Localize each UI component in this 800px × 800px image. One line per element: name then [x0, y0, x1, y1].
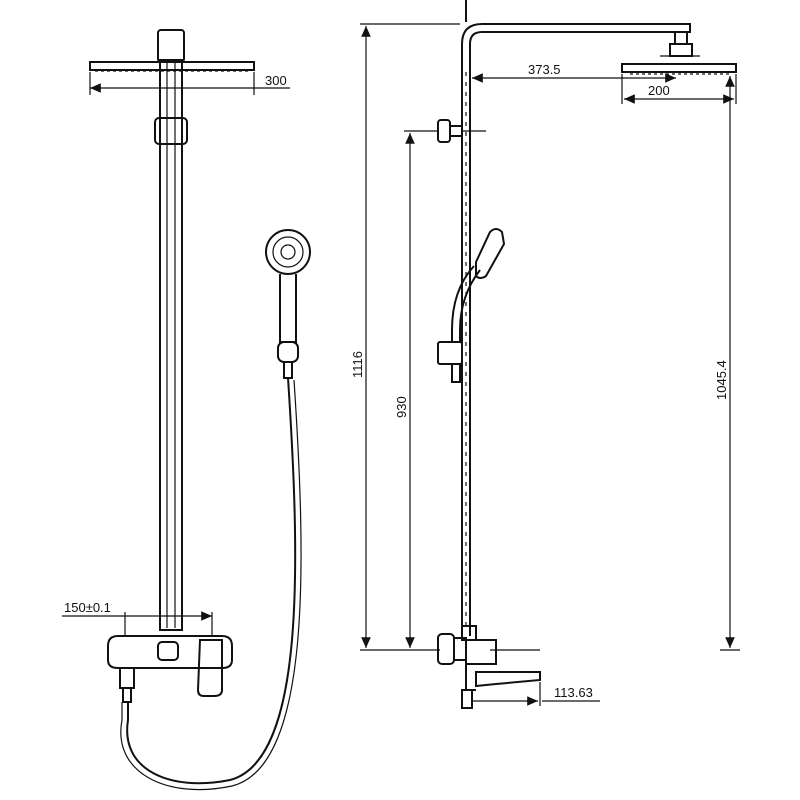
hand-shower-side — [437, 228, 506, 383]
dim-head-height-label: 1045.4 — [714, 360, 729, 400]
dimension-slide-bar-height: 930 — [394, 130, 438, 648]
dim-total-height-label: 1116 — [350, 351, 365, 378]
overhead-shower-head-side — [621, 31, 737, 75]
front-view: 300 150±0.1 — [62, 29, 311, 791]
dimension-spout-reach: 113.63 — [472, 682, 600, 706]
dim-head-diameter-label: 300 — [265, 73, 287, 88]
dimension-head-diameter: 300 — [89, 72, 290, 95]
dimension-head-height: 1045.4 — [490, 76, 740, 651]
dim-slide-bar-height-label: 930 — [394, 396, 409, 418]
dim-spout-reach-label: 113.63 — [554, 685, 593, 700]
mixer-valve-front — [107, 635, 233, 703]
hand-shower-front — [265, 229, 311, 379]
dimension-head-width: 200 — [621, 74, 737, 104]
dim-arm-reach-label: 373.5 — [528, 62, 561, 77]
dimension-arm-reach: 373.5 — [472, 62, 676, 83]
dimension-inlet-spacing: 150±0.1 — [62, 600, 213, 636]
dim-head-width-label: 200 — [648, 83, 670, 98]
riser-pipe — [154, 29, 188, 631]
shower-hose — [120, 377, 302, 791]
overhead-shower-head-front — [89, 61, 255, 72]
dim-inlet-spacing-label: 150±0.1 — [64, 600, 111, 615]
mixer-valve-side — [437, 625, 541, 709]
dimension-total-height: 1116 — [350, 23, 460, 651]
side-view: 373.5 200 — [350, 0, 740, 709]
